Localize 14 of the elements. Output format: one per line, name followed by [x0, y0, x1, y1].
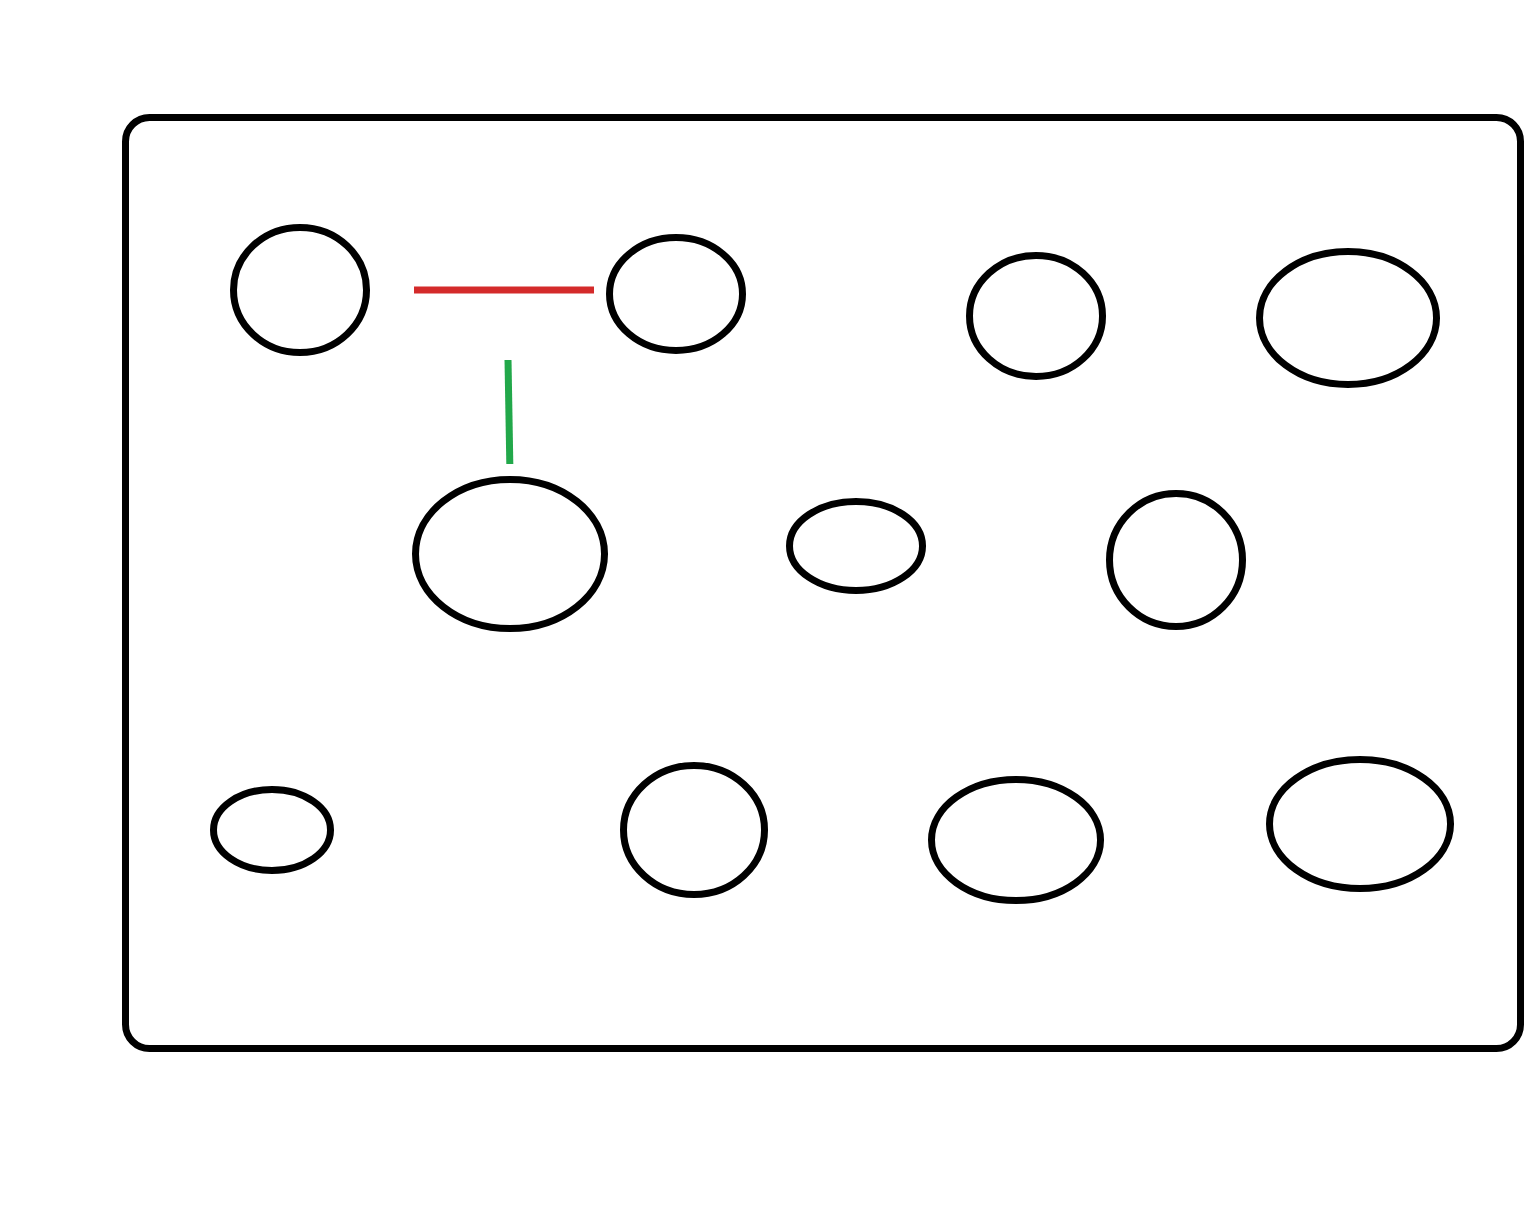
ellipse: [928, 776, 1104, 904]
ellipse: [230, 224, 370, 356]
ellipse: [1256, 248, 1440, 388]
ellipse: [210, 786, 334, 874]
ellipse: [606, 234, 746, 354]
ellipse: [786, 498, 926, 594]
ellipse: [1266, 756, 1454, 892]
line: [504, 359, 514, 465]
ellipse: [1106, 490, 1246, 630]
line: [414, 286, 594, 294]
frame-box: [122, 114, 1524, 1052]
ellipse: [412, 476, 608, 632]
ellipse: [966, 252, 1106, 380]
ellipse: [620, 762, 768, 898]
